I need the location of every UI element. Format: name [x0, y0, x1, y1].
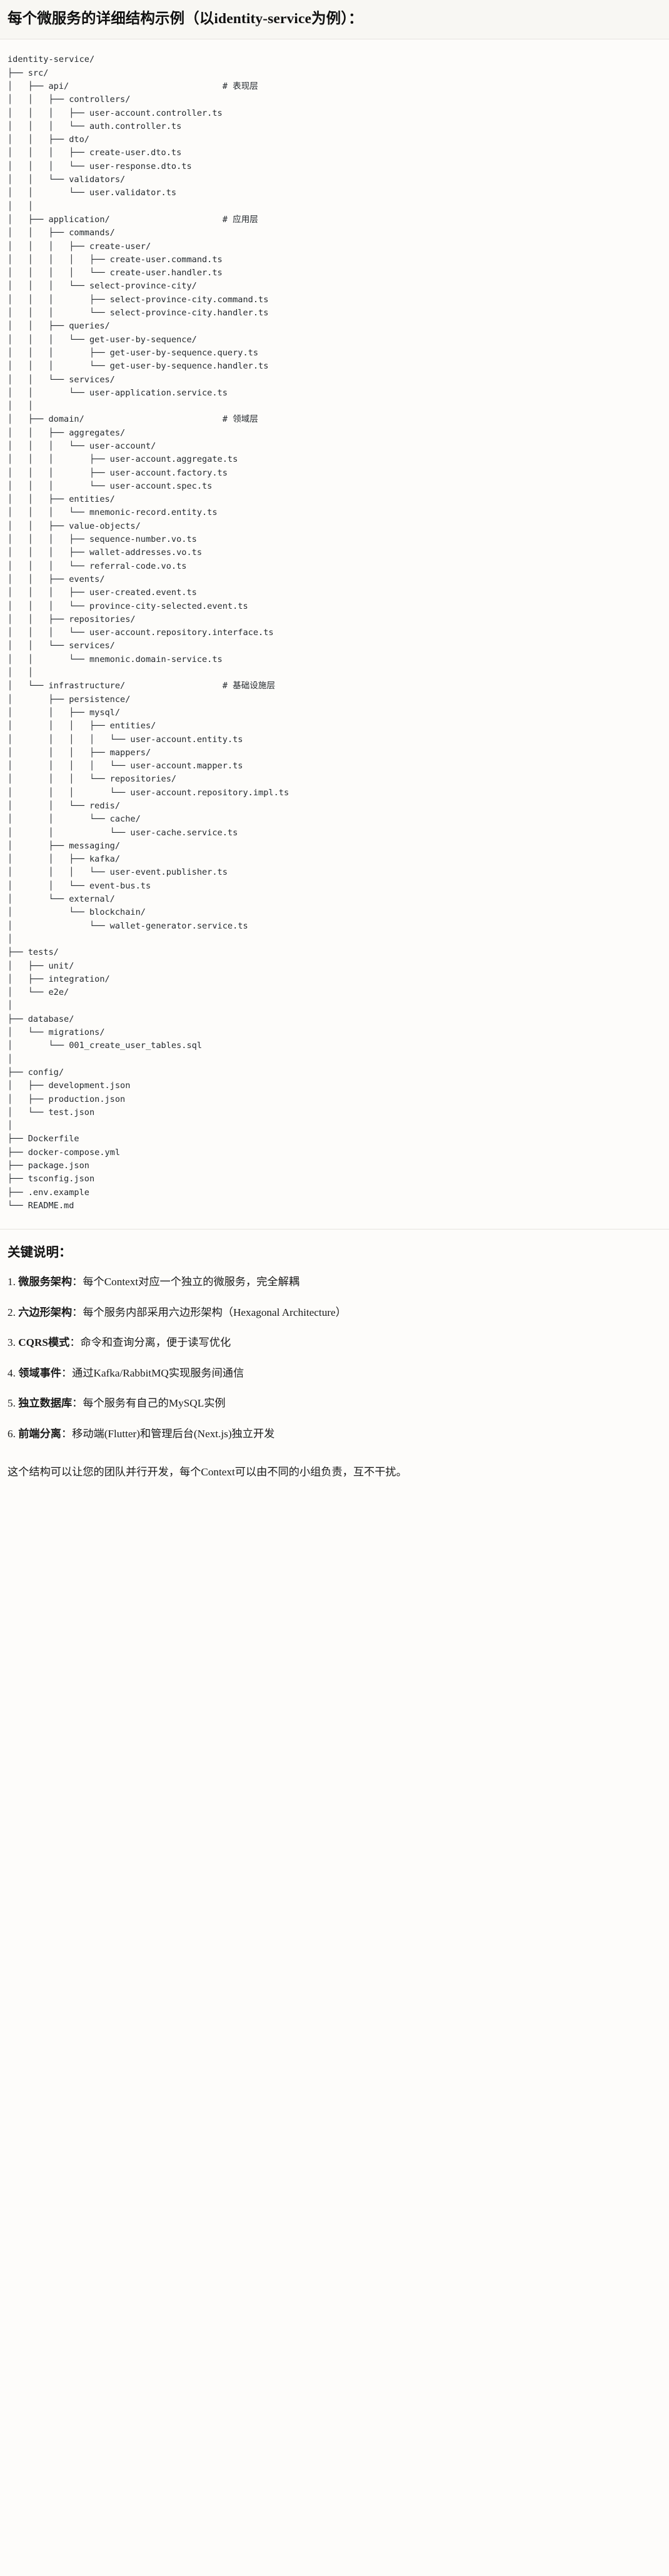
list-item: 前端分离：移动端(Flutter)和管理后台(Next.js)独立开发 — [8, 1426, 661, 1443]
note-description: 命令和查询分离，便于读写优化 — [80, 1336, 231, 1349]
list-item: 领域事件：通过Kafka/RabbitMQ实现服务间通信 — [8, 1365, 661, 1382]
note-term: 领域事件 — [18, 1367, 61, 1379]
note-description: 每个服务内部采用六边形架构（Hexagonal Architecture） — [83, 1306, 346, 1318]
note-description: 每个服务有自己的MySQL实例 — [83, 1397, 226, 1410]
directory-tree-block: identity-service/ ├── src/ │ ├── api/ # … — [0, 39, 669, 1230]
key-notes-heading: 关键说明： — [8, 1246, 72, 1260]
document-page: 每个微服务的详细结构示例（以identity-service为例）： ident… — [0, 0, 669, 1497]
note-term: CQRS模式 — [18, 1336, 70, 1349]
note-description: 每个Context对应一个独立的微服务，完全解耦 — [83, 1275, 299, 1288]
title-block: 每个微服务的详细结构示例（以identity-service为例）： — [0, 0, 669, 40]
note-separator: ： — [72, 1306, 83, 1318]
note-separator: ： — [72, 1275, 83, 1288]
list-item: 六边形架构：每个服务内部采用六边形架构（Hexagonal Architectu… — [8, 1305, 661, 1321]
list-item: 微服务架构：每个Context对应一个独立的微服务，完全解耦 — [8, 1274, 661, 1291]
note-term: 独立数据库 — [18, 1397, 73, 1410]
closing-paragraph: 这个结构可以让您的团队并行开发，每个Context可以由不同的小组负责，互不干扰… — [8, 1465, 407, 1478]
page-title: 每个微服务的详细结构示例（以identity-service为例）： — [8, 11, 363, 27]
directory-tree: identity-service/ ├── src/ │ ├── api/ # … — [8, 54, 289, 1211]
note-term: 六边形架构 — [18, 1306, 73, 1318]
closing-block: 这个结构可以让您的团队并行开发，每个Context可以由不同的小组负责，互不干扰… — [0, 1462, 669, 1497]
note-term: 前端分离 — [18, 1428, 61, 1440]
note-separator: ： — [61, 1367, 73, 1379]
note-separator: ： — [69, 1336, 81, 1349]
note-description: 通过Kafka/RabbitMQ实现服务间通信 — [72, 1367, 244, 1379]
list-item: CQRS模式：命令和查询分离，便于读写优化 — [8, 1335, 661, 1352]
list-item: 独立数据库：每个服务有自己的MySQL实例 — [8, 1395, 661, 1412]
key-notes-list: 微服务架构：每个Context对应一个独立的微服务，完全解耦 六边形架构：每个服… — [8, 1274, 661, 1443]
note-separator: ： — [72, 1397, 83, 1410]
note-separator: ： — [61, 1428, 73, 1440]
note-description: 移动端(Flutter)和管理后台(Next.js)独立开发 — [72, 1428, 275, 1440]
key-notes-block: 关键说明： 微服务架构：每个Context对应一个独立的微服务，完全解耦 六边形… — [0, 1229, 669, 1462]
note-term: 微服务架构 — [18, 1275, 73, 1288]
